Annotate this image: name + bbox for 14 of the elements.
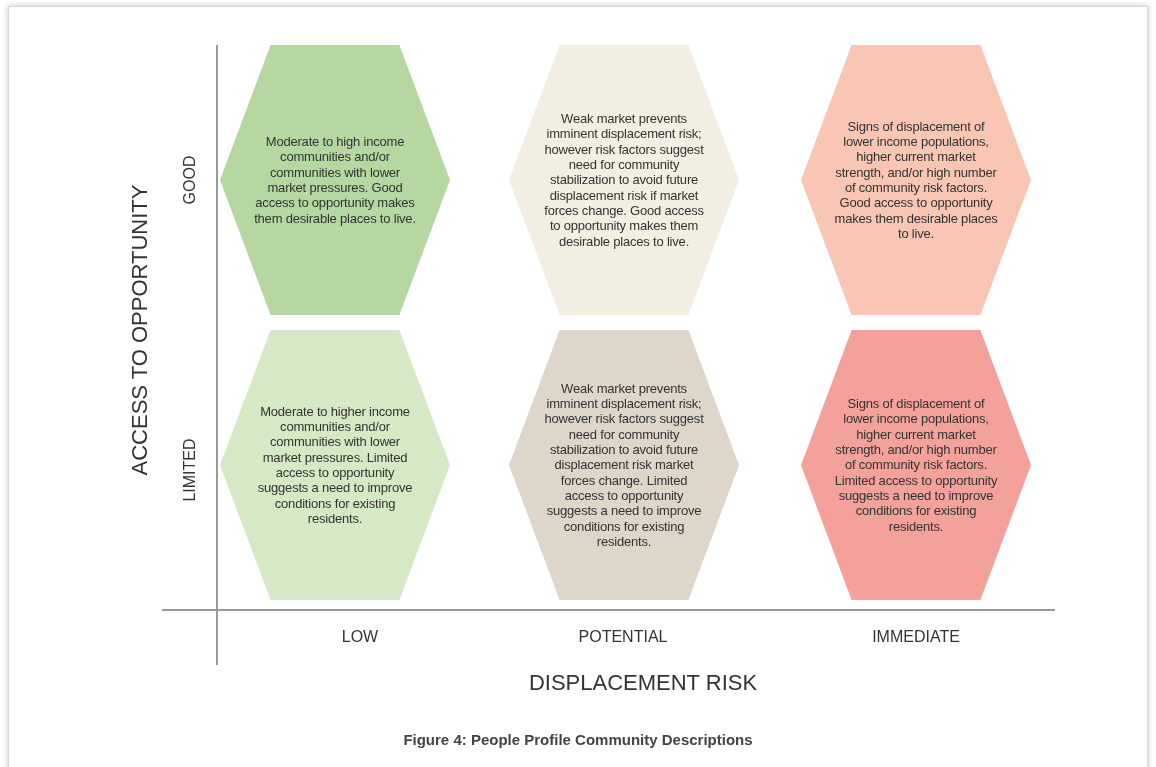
axis-title: GOOD bbox=[181, 155, 199, 205]
axis-label: POTENTIAL bbox=[578, 628, 668, 646]
description-text: Weak market prevents imminent displacement risk; however risk factors suggest need for community stabilization to avoid future displacement risk market forces change. Limited access to opportunity suggests a need to improve conditions for existing residents. bbox=[543, 380, 705, 550]
description-text: Weak market prevents imminent displacement risk; however risk factors suggest need for community stabilization to avoid future displacement risk if market forces change. Good access to opportunity makes them desirable places to live. bbox=[543, 111, 705, 249]
axis-label: DISPLACEMENT RISK bbox=[528, 670, 758, 696]
description-text: Moderate to high income communities and/or communities with lower market pressures. Good access to opportunity makes them desirable places to live. bbox=[253, 134, 417, 226]
description-text: Signs of displacement of lower income populations, higher current market strength, and/or high number of community risk factors. Limited access to opportunity suggests a need to improve conditions for existing residents. bbox=[833, 396, 999, 534]
axis-label: LOW bbox=[341, 628, 379, 646]
description-text: Moderate to higher income communities and/or communities with lower market pressures. Limited access to opportunity suggests a need to improve conditions for existing residents. bbox=[256, 403, 414, 527]
axis-title: ACCESS TO OPPORTUNITY bbox=[127, 184, 153, 476]
axis-label: IMMEDIATE bbox=[872, 628, 960, 646]
figure-caption: Figure 4: People Profile Community Descriptions bbox=[402, 731, 754, 748]
description-text: Signs of displacement of lower income populations, higher current market strength, and/or high number of community risk factors. Good access to opportunity makes them desirable places to live. bbox=[833, 118, 999, 242]
axis-title: LIMITED bbox=[181, 438, 199, 502]
